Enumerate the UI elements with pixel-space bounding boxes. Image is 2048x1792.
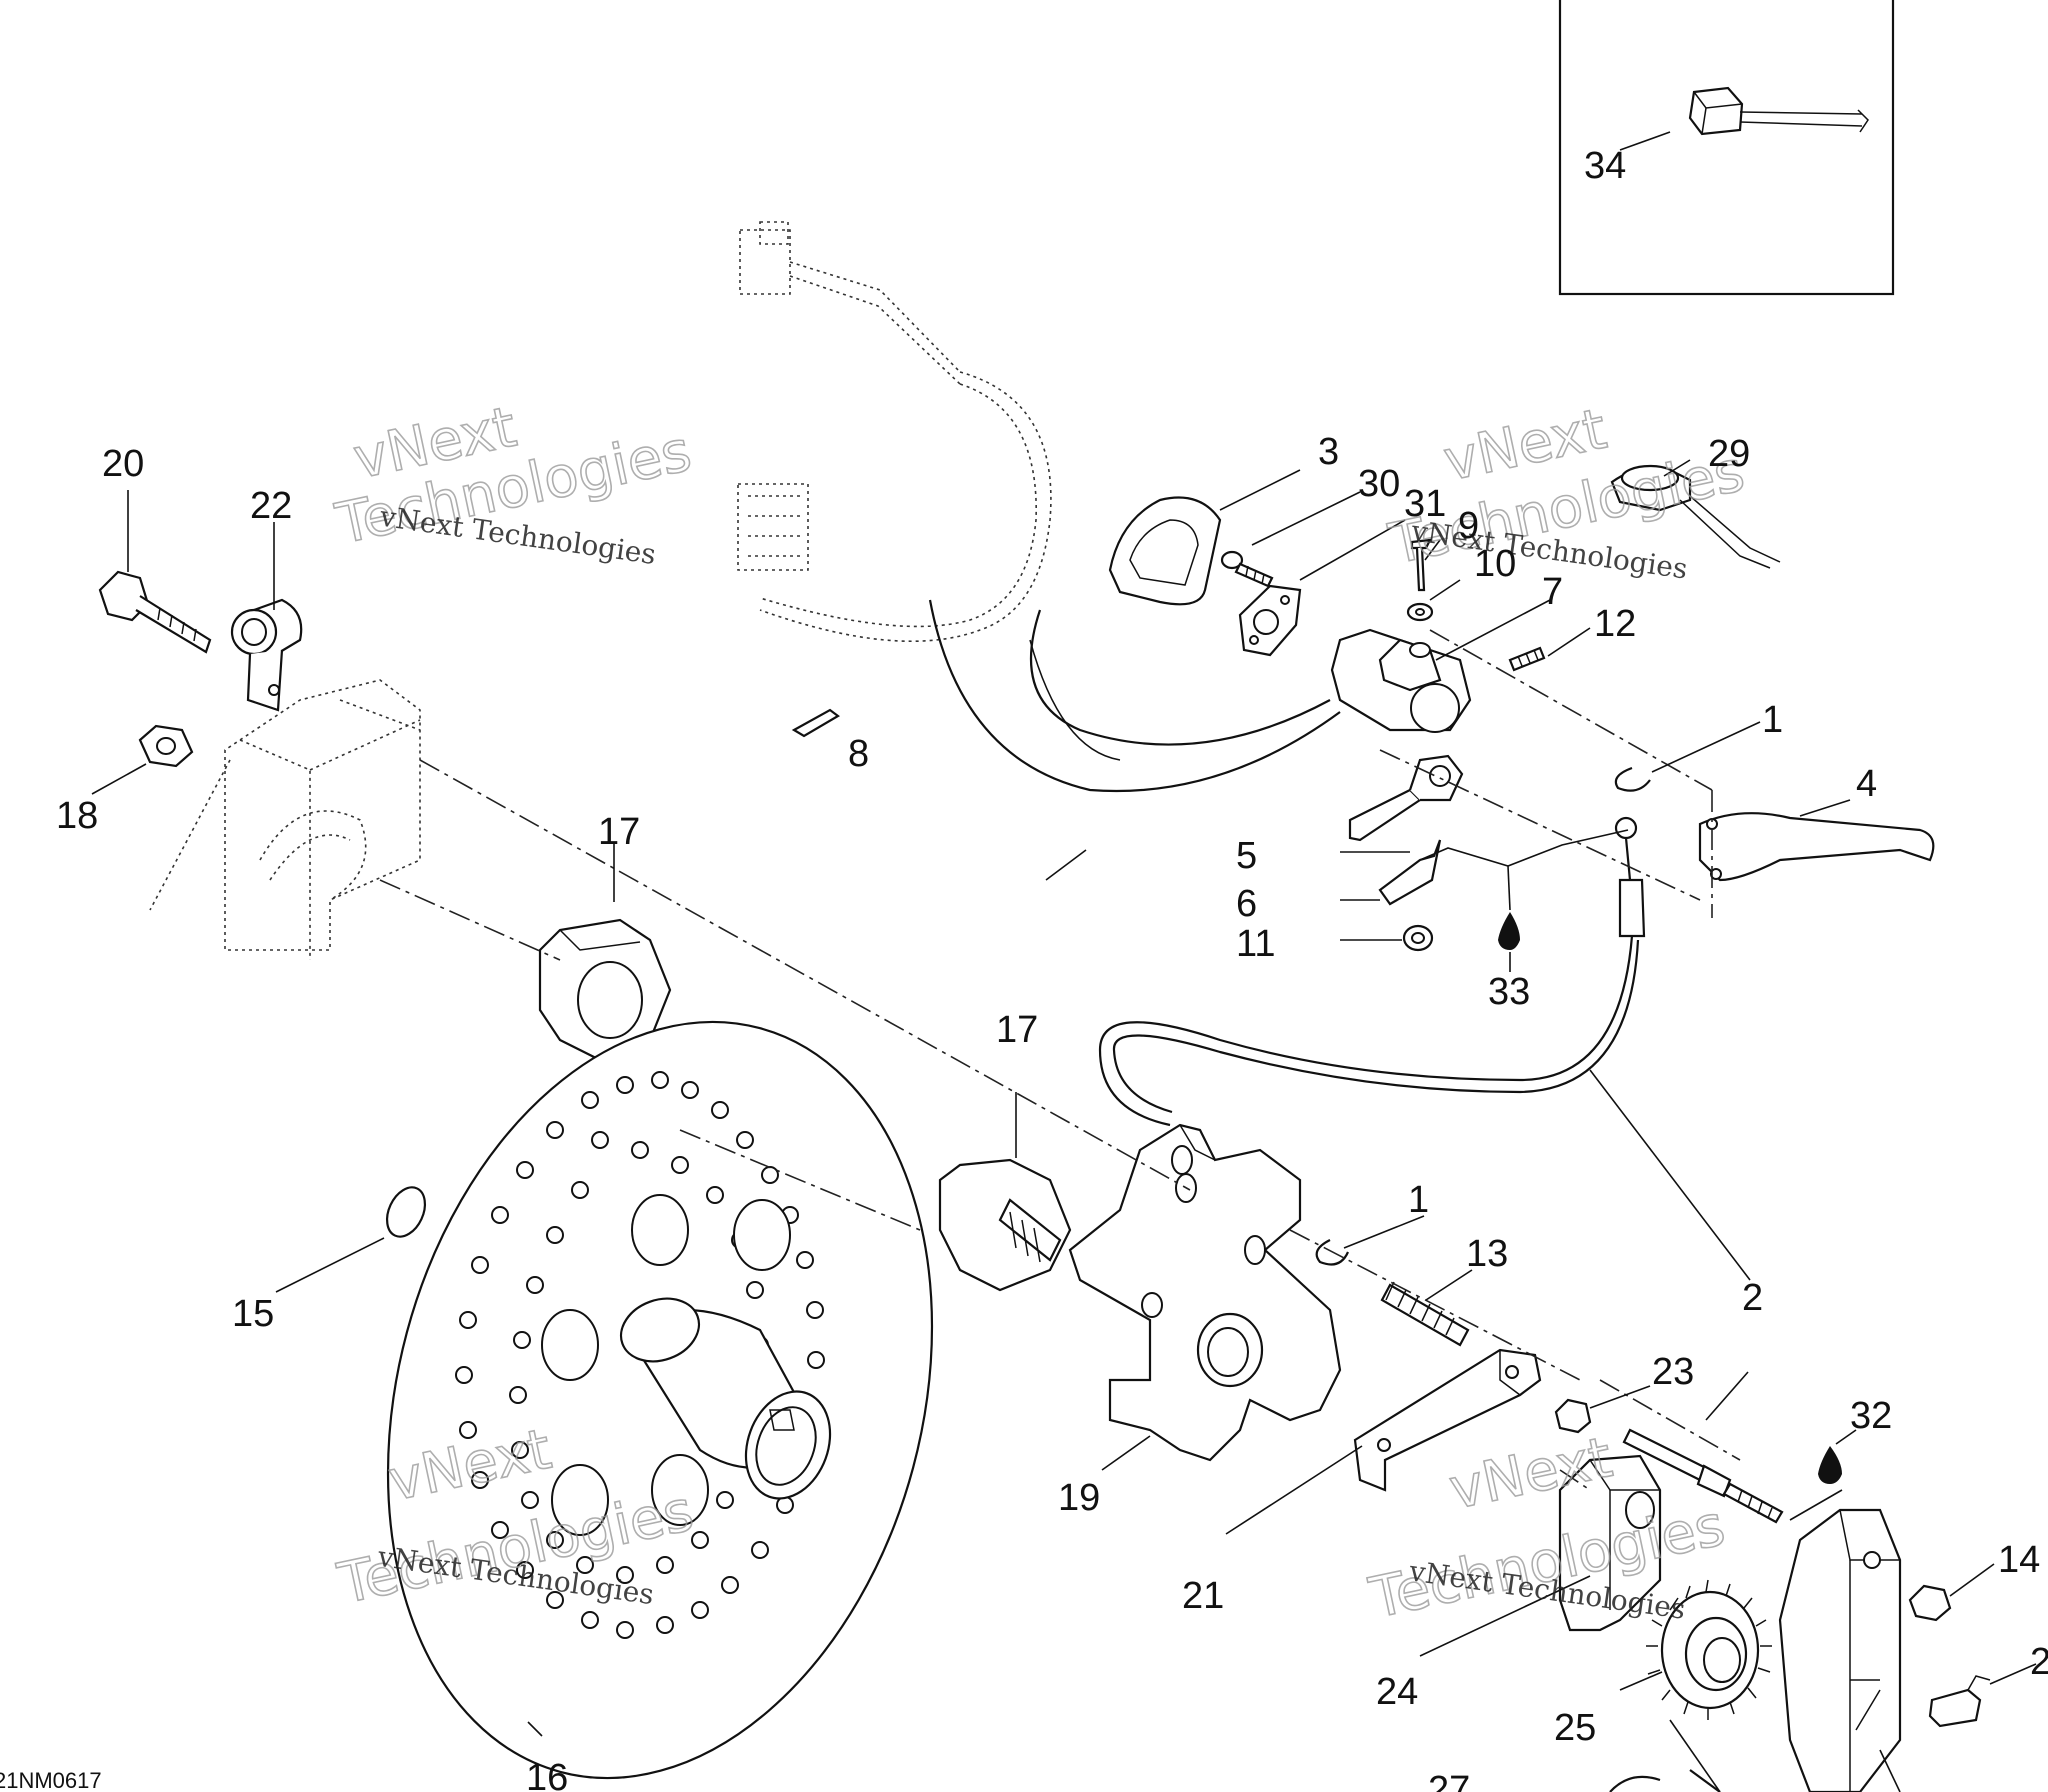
- lever-part-5: [1348, 754, 1464, 842]
- callout-31: 31: [1404, 483, 1446, 525]
- callout-30: 30: [1358, 463, 1400, 505]
- spacer-part-17-lower: [938, 1158, 1072, 1292]
- callout-10: 10: [1474, 543, 1516, 585]
- spring-clip-part-6: [1378, 839, 1442, 906]
- wiring-harness: [737, 221, 1052, 643]
- clip-part-1-lower: [1315, 1239, 1350, 1266]
- sensor-part-29: [1610, 464, 1781, 569]
- bracket-part-21: [1353, 1348, 1542, 1492]
- callout-5: 5: [1236, 835, 1257, 877]
- grease-icon-part-33: [1498, 912, 1520, 950]
- callout-26: 26: [2030, 1641, 2048, 1683]
- plate-part-31: [1238, 584, 1302, 657]
- spring-part-13: [1380, 1281, 1470, 1347]
- callout-21: 21: [1182, 1575, 1224, 1617]
- callout-6: 6: [1236, 883, 1257, 925]
- callout-2: 2: [1742, 1277, 1763, 1319]
- watermark-left-top: vNext Technologies vNext Technologies: [330, 394, 698, 571]
- callout-23: 23: [1652, 1351, 1694, 1393]
- watermark-right-bottom: vNext Technologies vNext Technologies: [1363, 1424, 1731, 1632]
- callout-19: 19: [1058, 1477, 1100, 1519]
- inset-box: [1558, 0, 1895, 296]
- bushing-part-22: [230, 598, 303, 712]
- reference-code: 21NM0617: [0, 1768, 102, 1792]
- callout-9: 9: [1458, 505, 1479, 547]
- nut-part-14: [1908, 1584, 1952, 1622]
- nut-part-18: [138, 724, 194, 768]
- lockwasher-part-11: [1402, 924, 1434, 952]
- sensor-part-34: [1688, 86, 1869, 136]
- callout-4: 4: [1856, 763, 1877, 805]
- callout-labels: 34 3 30 31 9 29 10 7 12 1 4 5 6 11 33 8 …: [0, 145, 2048, 1792]
- brake-housing: [1778, 1508, 1902, 1792]
- pin-part-9: [1410, 538, 1432, 592]
- spacer-part-17-upper: [538, 918, 672, 1062]
- o-ring-part-15: [385, 1186, 427, 1238]
- callout-34: 34: [1584, 145, 1626, 187]
- frame-bracket: [149, 679, 421, 960]
- brake-light-cables: [928, 599, 1341, 793]
- grease-icon-part-32: [1818, 1446, 1842, 1484]
- callout-17-lower: 17: [996, 1009, 1038, 1051]
- brake-lever-part-4: [1698, 812, 1935, 882]
- bolt-part-20: [98, 570, 212, 654]
- boot-part-3: [1108, 496, 1222, 606]
- callout-25: 25: [1554, 1707, 1596, 1749]
- callout-1-upper: 1: [1762, 699, 1783, 741]
- callout-13: 13: [1466, 1233, 1508, 1275]
- callout-24: 24: [1376, 1671, 1418, 1713]
- callout-18: 18: [56, 795, 98, 837]
- callout-8: 8: [848, 733, 869, 775]
- callout-12: 12: [1594, 603, 1636, 645]
- lever-bracket-part-24: [1558, 1454, 1662, 1632]
- adjuster-rod-part-2: [1622, 1428, 1784, 1524]
- callout-29: 29: [1708, 433, 1750, 475]
- caliper-part-19: [1068, 1123, 1342, 1462]
- callout-3: 3: [1318, 431, 1339, 473]
- screw-part-30: [1220, 550, 1274, 588]
- callout-14: 14: [1998, 1539, 2040, 1581]
- part-27-fragment: [1609, 1769, 1721, 1792]
- callout-1-lower: 1: [1408, 1179, 1429, 1221]
- callout-33: 33: [1488, 971, 1530, 1013]
- nut-part-23: [1554, 1398, 1592, 1434]
- callout-17-upper: 17: [598, 811, 640, 853]
- callout-16: 16: [526, 1757, 568, 1792]
- set-screw-part-12: [1508, 646, 1546, 672]
- callout-7: 7: [1542, 571, 1563, 613]
- clip-part-1-upper: [1614, 766, 1651, 792]
- callout-20: 20: [102, 443, 144, 485]
- callout-15: 15: [232, 1293, 274, 1335]
- callout-11: 11: [1236, 923, 1275, 965]
- watermark-left-bottom: vNext Technologies vNext Technologies: [332, 1416, 700, 1618]
- disc-hub: [619, 1297, 832, 1500]
- switch-housing-part-7: [1330, 628, 1472, 733]
- cable-part-2-upper: [1098, 816, 1646, 1127]
- leader-lines: [91, 131, 2037, 1792]
- callout-32: 32: [1850, 1395, 1892, 1437]
- callout-22: 22: [250, 485, 292, 527]
- assembly-axes: [379, 629, 1741, 1491]
- callout-27: 27: [1428, 1769, 1470, 1792]
- sprocket-part-25: [1646, 1579, 1772, 1720]
- brake-disc-part-16: [386, 1020, 934, 1780]
- clip-part-26: [1928, 1675, 1991, 1728]
- clip-part-8: [791, 708, 840, 738]
